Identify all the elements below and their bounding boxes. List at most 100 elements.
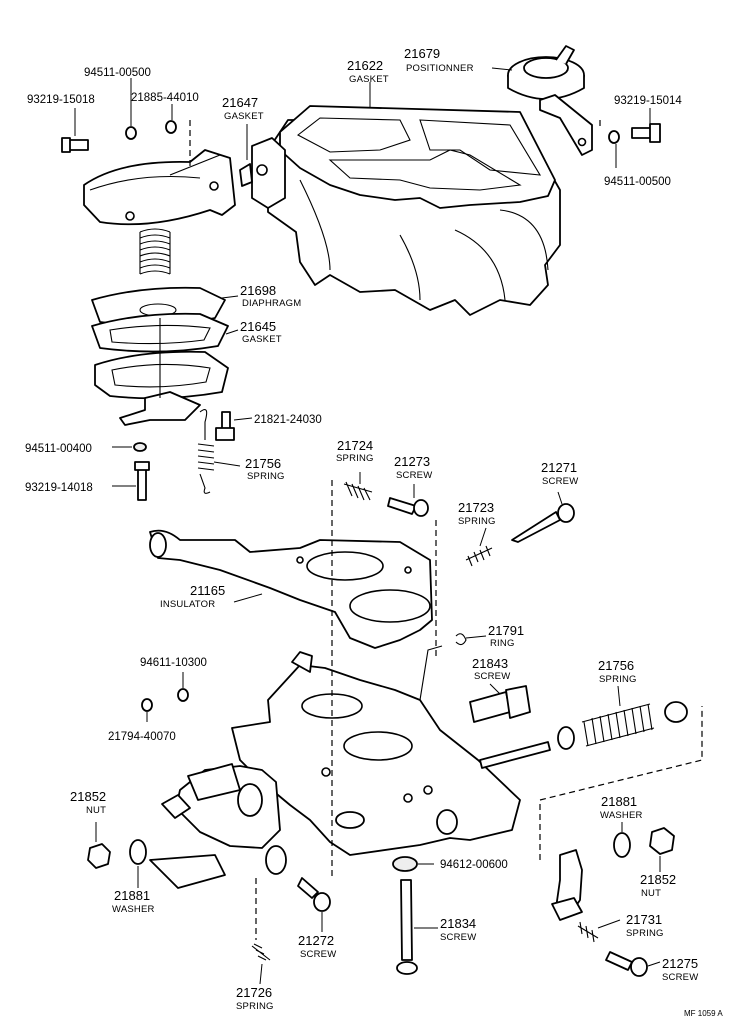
part-number-21756-upper: 21756: [245, 456, 281, 471]
part-name-21645: GASKET: [242, 334, 282, 345]
screw-21275: [605, 951, 648, 977]
washer-21881-right: [613, 832, 631, 858]
part-number-21881-right: 21881: [601, 794, 637, 809]
part-number-94611-10300: 94611-10300: [140, 657, 207, 669]
part-number-21852-right: 21852: [640, 872, 676, 887]
diaphragm-cover: [83, 149, 236, 226]
screw-21843: [469, 685, 531, 723]
part-name-21647: GASKET: [224, 111, 264, 122]
lever-21731: [551, 849, 583, 921]
part-name-21698: DIAPHRAGM: [242, 298, 301, 309]
throttle-body: [231, 645, 521, 856]
part-name-21791: RING: [490, 638, 515, 649]
screw-93219-14018: [134, 461, 150, 501]
nut-21852-left: [87, 843, 111, 869]
part-number-94612-00600: 94612-00600: [440, 859, 508, 871]
part-number-21645: 21645: [240, 319, 276, 334]
spring-21724: [343, 481, 373, 501]
part-number-93219-14018: 93219-14018: [25, 482, 93, 494]
washer-94511-00500-right: [608, 130, 620, 144]
screw-21821-24030: [215, 411, 235, 441]
part-name-21271: SCREW: [542, 476, 578, 487]
part-name-21881-right: WASHER: [600, 810, 643, 821]
washer-94612-00600: [392, 856, 418, 872]
drawing-code: MF 1059 A: [684, 1009, 723, 1018]
part-labels: 21679 POSITIONNER 21622 GASKET 94511-005…: [25, 46, 723, 1018]
throttle-linkage: [149, 763, 287, 889]
part-name-21273: SCREW: [396, 470, 432, 481]
part-name-21679: POSITIONNER: [406, 63, 474, 74]
part-name-21275: SCREW: [662, 972, 698, 983]
part-name-21731: SPRING: [626, 928, 664, 939]
part-number-21852-left: 21852: [70, 789, 106, 804]
part-number-21273: 21273: [394, 454, 430, 469]
part-name-21165: INSULATOR: [160, 599, 215, 610]
part-number-94511-00400: 94511-00400: [25, 443, 92, 455]
ring-21791: [455, 633, 467, 646]
part-name-21726: SPRING: [236, 1001, 274, 1012]
part-name-21843: SCREW: [474, 671, 510, 682]
part-number-21723: 21723: [458, 500, 494, 515]
part-number-21794-40070: 21794-40070: [108, 731, 176, 743]
spring-21723: [465, 545, 493, 567]
part-name-21724: SPRING: [336, 453, 374, 464]
part-number-93219-15014: 93219-15014: [614, 95, 682, 107]
washer-94611-10300: [177, 688, 189, 702]
screw-93219-15014: [631, 123, 661, 143]
part-name-21852-left: NUT: [86, 805, 106, 816]
positioner-21679: [507, 45, 593, 156]
plate-21647: [239, 137, 286, 209]
part-number-21272: 21272: [298, 933, 334, 948]
gasket-21622: [279, 105, 556, 209]
part-number-21885-44010: 21885-44010: [131, 92, 199, 104]
spring-21726: [251, 943, 271, 961]
part-name-21756-lower: SPRING: [599, 674, 637, 685]
spring-21731: [577, 921, 599, 943]
part-number-21791: 21791: [488, 623, 524, 638]
nut-21885-44010: [165, 120, 177, 134]
spring-21756-lower: [479, 701, 688, 769]
part-name-21622: GASKET: [349, 74, 389, 85]
screw-21272: [297, 877, 331, 912]
spring-large: [139, 228, 171, 275]
part-number-21843: 21843: [472, 656, 508, 671]
screw-93219-15018: [61, 137, 89, 153]
leader-lines: [74, 67, 661, 985]
part-number-21756-lower: 21756: [598, 658, 634, 673]
part-number-94511-00500-top: 94511-00500: [84, 67, 151, 79]
part-number-21731: 21731: [626, 912, 662, 927]
washer-94511-00500-top: [125, 126, 137, 140]
part-name-21723: SPRING: [458, 516, 496, 527]
part-number-21622: 21622: [347, 58, 383, 73]
diaphragm-lower-housing: [94, 318, 229, 426]
part-number-21679: 21679: [404, 46, 440, 61]
screw-21273: [387, 497, 429, 517]
assembly-lines: [189, 120, 703, 940]
screw-21834: [396, 879, 418, 975]
insulator-21165: [149, 529, 433, 649]
part-name-21272: SCREW: [300, 949, 336, 960]
part-number-21726: 21726: [236, 985, 272, 1000]
part-number-94511-00500-right: 94511-00500: [604, 176, 671, 188]
part-name-21852-right: NUT: [641, 888, 661, 899]
part-number-21165: 21165: [190, 583, 225, 598]
part-name-21756-upper: SPRING: [247, 471, 285, 482]
spring-21756-upper: [197, 409, 215, 494]
part-name-21834: SCREW: [440, 932, 476, 943]
part-number-21724: 21724: [337, 438, 373, 453]
washer-21794-40070: [141, 698, 153, 712]
part-number-21647: 21647: [222, 95, 258, 110]
part-number-21271: 21271: [541, 460, 577, 475]
part-number-21275: 21275: [662, 956, 698, 971]
washer-21881-left: [129, 839, 147, 865]
part-name-21881-left: WASHER: [112, 904, 155, 915]
part-number-21821-24030: 21821-24030: [254, 414, 322, 426]
nut-21852-right: [649, 827, 675, 855]
part-number-21698: 21698: [240, 283, 276, 298]
washer-94511-00400: [133, 442, 147, 452]
part-number-21881-left: 21881: [114, 888, 150, 903]
part-number-93219-15018: 93219-15018: [27, 94, 95, 106]
part-number-21834: 21834: [440, 916, 476, 931]
screw-21271: [511, 503, 575, 543]
